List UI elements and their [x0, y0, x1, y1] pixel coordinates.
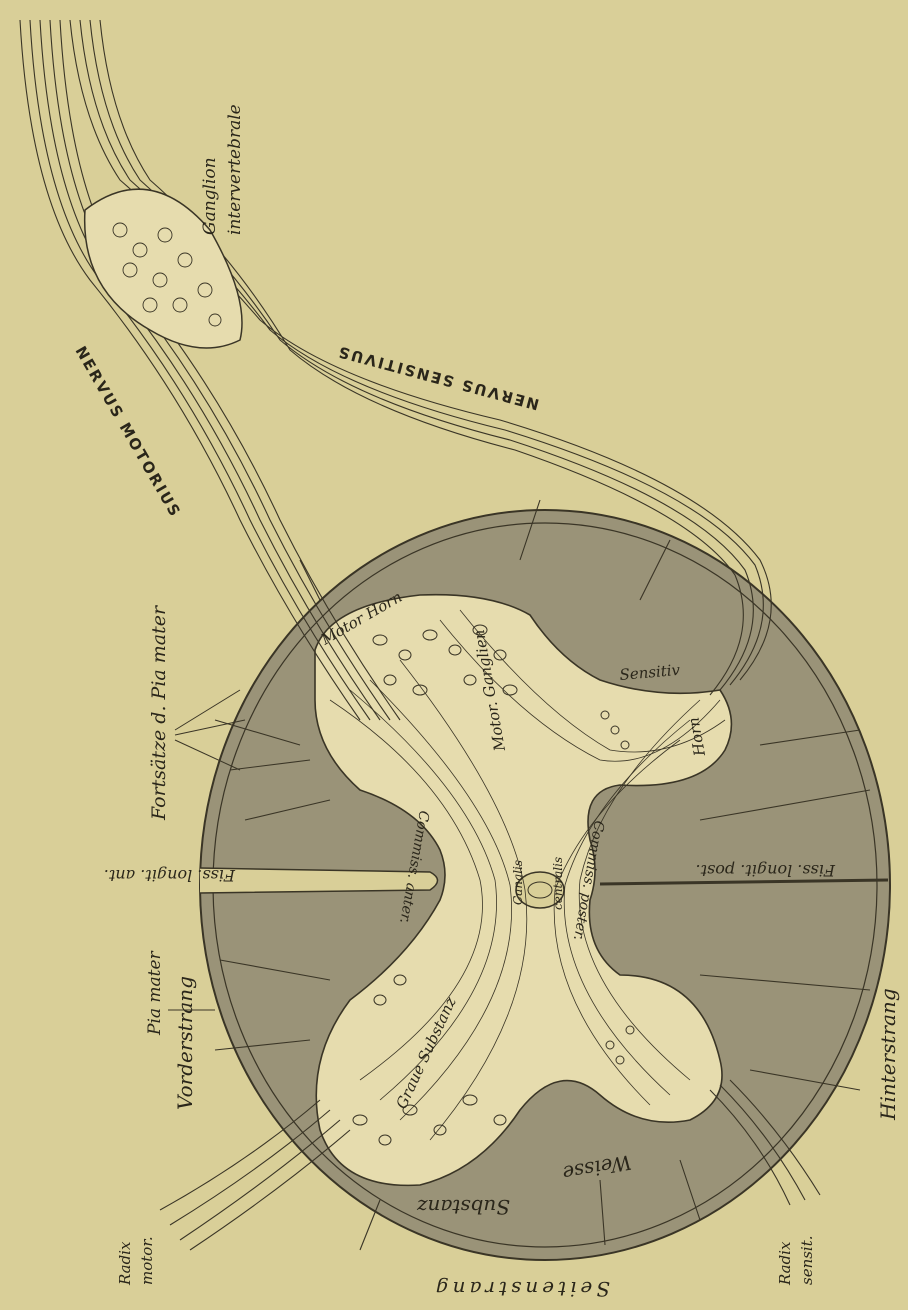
- label-canalis: Canalis: [511, 860, 525, 905]
- label-ganglion: Ganglion: [200, 157, 220, 235]
- label-seitenstrang: Seitenstrang: [432, 1277, 610, 1301]
- label-fiss-longit-ant: Fiss. longit. ant.: [104, 866, 236, 885]
- label-hinterstrang: Hinterstrang: [876, 988, 900, 1121]
- label-fortsaetze: Fortsätze d. Pia mater: [148, 604, 170, 821]
- label-motor: motor.: [138, 1236, 156, 1285]
- label-sensit: sensit.: [798, 1235, 816, 1285]
- label-centralis: centralis: [551, 857, 565, 910]
- label-radix-motor: Radix: [116, 1241, 134, 1286]
- label-substanz: Substanz: [417, 1195, 510, 1219]
- label-vorderstrang: Vorderstrang: [173, 976, 197, 1110]
- label-pia-mater: Pia mater: [145, 950, 165, 1036]
- label-intervertebrale: intervertebrale: [225, 104, 245, 235]
- label-radix-sensit: Radix: [776, 1241, 794, 1286]
- label-fiss-longit-post: Fiss. longit. post.: [696, 861, 836, 880]
